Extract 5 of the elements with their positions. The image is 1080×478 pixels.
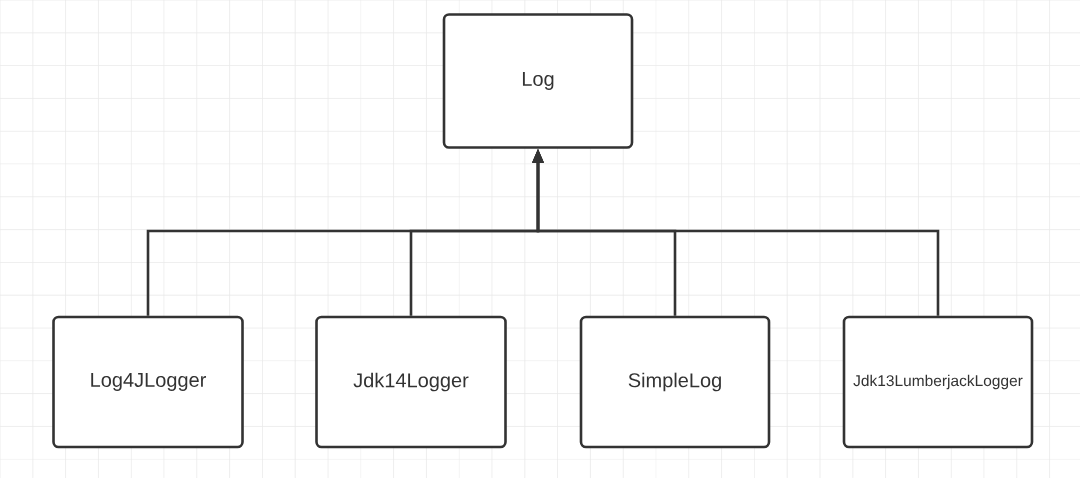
class-box: Jdk13LumberjackLogger [842,315,1034,449]
class-box: Log [442,13,634,149]
class-box: SimpleLog [579,315,771,449]
class-box: Log4JLogger [52,315,244,449]
class-box: Jdk14Logger [315,315,507,449]
